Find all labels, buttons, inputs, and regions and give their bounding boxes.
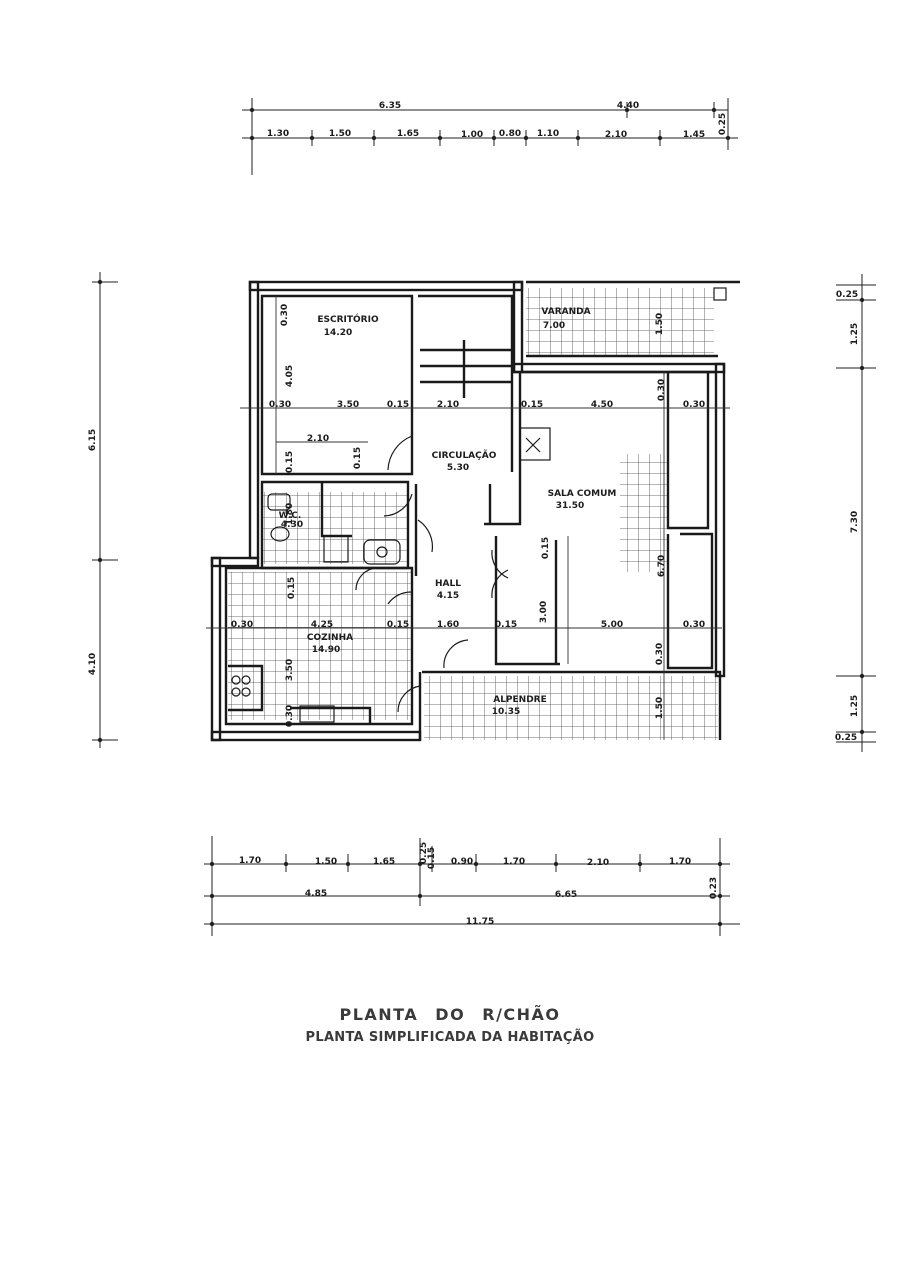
dim-varanda-1: 1.50: [655, 313, 665, 335]
room-area-escritorio: 14.20: [324, 328, 352, 338]
bottom-dim-partial-2: 6.65: [555, 890, 577, 900]
top-dim-seg-5: 0.80: [499, 129, 521, 139]
dim-sala-7: 0.30: [683, 620, 705, 630]
bottom-dimension-lines: [204, 836, 740, 936]
dim-sala-3: 0.30: [683, 400, 705, 410]
dim-sala-4: 0.15: [541, 537, 551, 559]
right-dim-4: 1.25: [850, 695, 860, 717]
bottom-dim-seg-7: 1.70: [503, 857, 525, 867]
dim-alpendre-1: 1.50: [655, 697, 665, 719]
top-dim-seg-4: 1.00: [461, 130, 483, 140]
dim-escritorio-6: 2.10: [307, 434, 329, 444]
dim-sala-6: 5.00: [601, 620, 623, 630]
room-name-circulacao: CIRCULAÇÃO: [432, 450, 497, 461]
bottom-dim-seg-6: 0.90: [451, 857, 473, 867]
dim-escritorio-5: 0.15: [387, 400, 409, 410]
left-dim-1: 6.15: [88, 429, 98, 451]
left-dim-2: 4.10: [88, 653, 98, 675]
bottom-dim-seg-8: 2.10: [587, 858, 609, 868]
plan-title: PLANTA DO R/CHÃO: [339, 1005, 561, 1024]
top-overall-dim-2: 4.40: [617, 101, 639, 111]
dim-cozinha-1: 0.30: [231, 620, 253, 630]
tiled-floors: [228, 288, 718, 740]
room-area-wc: 4.30: [281, 520, 303, 530]
dim-wc-1: 1.80: [285, 503, 295, 525]
dim-cozinha-5: 3.50: [285, 659, 295, 681]
fixtures: [231, 287, 727, 723]
right-dim-2: 1.25: [850, 323, 860, 345]
walls: [210, 280, 740, 742]
bottom-dim-total: 11.75: [466, 917, 494, 927]
room-name-varanda: VARANDA: [541, 307, 590, 317]
room-area-alpendre: 10.35: [492, 707, 520, 717]
dim-escritorio-8: 0.15: [353, 447, 363, 469]
dim-circulacao-2: 0.15: [521, 400, 543, 410]
top-dim-seg-1: 1.30: [267, 129, 289, 139]
right-dim-1: 0.25: [836, 290, 858, 300]
dim-escritorio-1: 0.30: [280, 304, 290, 326]
dim-sala-5: 6.70: [657, 555, 667, 577]
dim-escritorio-4: 3.50: [337, 400, 359, 410]
bottom-dim-seg-9: 1.70: [669, 857, 691, 867]
dim-escritorio-2: 4.05: [285, 365, 295, 387]
dim-sala-1: 4.50: [591, 400, 613, 410]
plan-subtitle: PLANTA SIMPLIFICADA DA HABITAÇÃO: [305, 1030, 595, 1045]
left-dimension-lines: [92, 272, 118, 748]
room-name-cozinha: COZINHA: [307, 633, 353, 643]
room-area-circulacao: 5.30: [447, 463, 469, 473]
room-area-cozinha: 14.90: [312, 645, 340, 655]
bottom-dim-seg-3: 1.65: [373, 857, 395, 867]
dim-hall-1: 1.60: [437, 620, 459, 630]
bottom-dim-partial-1: 4.85: [305, 889, 327, 899]
bottom-dim-seg-4: 0.25: [419, 842, 429, 864]
dim-escritorio-7: 0.15: [285, 451, 295, 473]
top-dim-seg-3: 1.65: [397, 129, 419, 139]
right-dim-5: 0.25: [835, 733, 857, 743]
dim-circulacao-1: 2.10: [437, 400, 459, 410]
dim-cozinha-2: 4.25: [311, 620, 333, 630]
room-name-hall: HALL: [435, 579, 461, 589]
dim-sala-10: 3.00: [539, 601, 549, 623]
bottom-dim-seg-5: 0.15: [427, 847, 437, 869]
interior-dimension-lines: [206, 296, 730, 740]
room-name-sala-comum: SALA COMUM: [548, 489, 617, 499]
top-overall-dim-1: 6.35: [379, 101, 401, 111]
bottom-dim-partial-3: 0.23: [709, 877, 719, 899]
bottom-dim-seg-2: 1.50: [315, 857, 337, 867]
top-dimension-lines: [242, 98, 738, 175]
top-dim-seg-6: 1.10: [537, 129, 559, 139]
room-area-sala-comum: 31.50: [556, 501, 584, 511]
dim-sala-8: 0.30: [655, 643, 665, 665]
room-area-hall: 4.15: [437, 591, 459, 601]
right-dim-3: 7.30: [850, 511, 860, 533]
door-swings: [355, 435, 509, 713]
right-dimension-lines: [836, 274, 876, 752]
room-name-escritorio: ESCRITÓRIO: [317, 313, 379, 325]
top-dim-seg-7: 2.10: [605, 130, 627, 140]
top-overall-dim-3: 0.25: [718, 113, 728, 135]
dim-sala-9: 0.15: [495, 620, 517, 630]
dim-cozinha-4: 0.15: [287, 577, 297, 599]
dim-cozinha-3: 0.15: [387, 620, 409, 630]
dim-escritorio-3: 0.30: [269, 400, 291, 410]
top-dim-seg-8: 1.45: [683, 130, 705, 140]
bottom-dim-seg-1: 1.70: [239, 856, 261, 866]
room-name-wc: W.C.: [279, 511, 302, 521]
top-dim-seg-2: 1.50: [329, 129, 351, 139]
room-name-alpendre: ALPENDRE: [493, 695, 547, 705]
dim-sala-2: 0.30: [657, 379, 667, 401]
room-area-varanda: 7.00: [543, 321, 565, 331]
dim-cozinha-6: 0.30: [285, 705, 295, 727]
